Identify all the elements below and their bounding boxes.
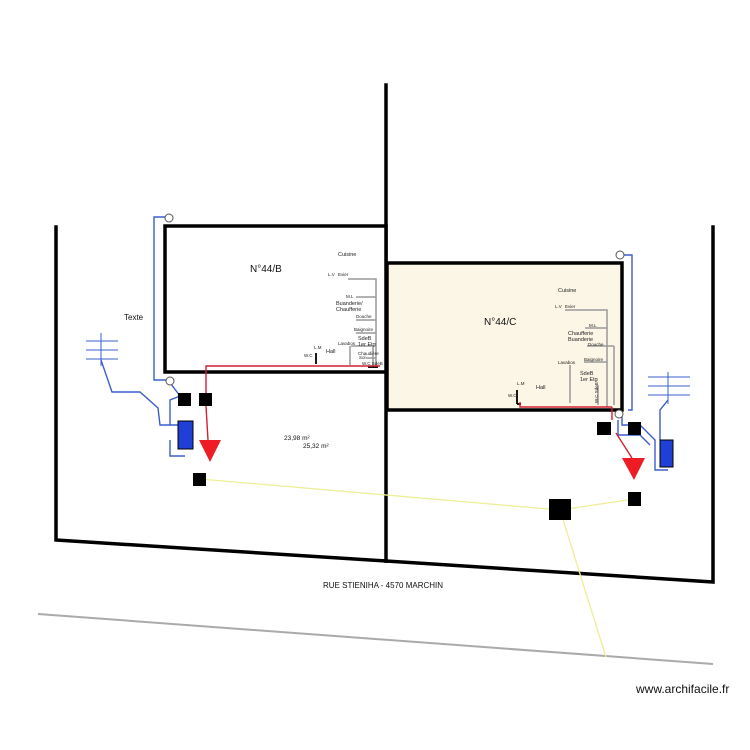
chamber-c-1 bbox=[597, 422, 611, 435]
chamber-c-2 bbox=[628, 422, 641, 435]
inspection-chambers bbox=[178, 393, 641, 520]
house-c-chaufferie: Chaufferie bbox=[568, 331, 593, 337]
house-c-douche: Douche bbox=[588, 342, 604, 347]
area-label-2: 25,32 m² bbox=[303, 443, 329, 450]
house-c-buanderie: Buanderie bbox=[568, 337, 593, 343]
chamber-b-3 bbox=[193, 473, 206, 486]
house-c-sdeb: SdeB bbox=[580, 371, 594, 377]
chamber-b-2 bbox=[199, 393, 212, 406]
house-b-baignoire: Baignoire bbox=[354, 327, 374, 332]
house-c-lm: L.M bbox=[517, 381, 525, 386]
house-c-wc: W.C bbox=[508, 393, 517, 398]
watermark: www.archifacile.fr bbox=[635, 682, 729, 696]
chamber-b-1 bbox=[178, 393, 191, 406]
riser-c-top bbox=[615, 250, 625, 260]
house-c-lavabos: Lavabos bbox=[558, 360, 576, 365]
flow-arrow-c bbox=[622, 458, 645, 480]
label-texte: Texte bbox=[124, 313, 144, 322]
riser-b-top bbox=[164, 213, 174, 223]
house-b-cuisine: Cuisine bbox=[338, 252, 356, 258]
water-tank-b bbox=[177, 420, 194, 450]
riser-c-bottom bbox=[614, 409, 624, 419]
drain-lines bbox=[205, 365, 633, 459]
house-c-wc-sdeb: W.C SdeB bbox=[594, 382, 599, 403]
house-c-evier: Evier bbox=[565, 304, 576, 309]
house-b-lavabos: Lavabos bbox=[338, 341, 356, 346]
house-b-ml: M.L bbox=[346, 294, 354, 299]
riser-circles bbox=[164, 213, 625, 419]
house-c-hall: Hall bbox=[536, 385, 545, 391]
chamber-main bbox=[549, 499, 571, 520]
house-c-pipes bbox=[565, 309, 615, 407]
sewer-lines bbox=[199, 478, 635, 658]
house-b-pipes bbox=[348, 278, 377, 368]
house-b-lv: L.V bbox=[328, 272, 335, 277]
house-b-title: N°44/B bbox=[250, 264, 282, 275]
house-b-wc-sdeb: W.C SdeB bbox=[362, 361, 383, 366]
house-b-lm: L.M bbox=[314, 345, 322, 350]
house-b-sol: Sol bbox=[359, 355, 366, 360]
house-b-evier: Evier bbox=[338, 272, 349, 277]
house-c-baignoire: Baignoire bbox=[584, 357, 604, 362]
left-wall bbox=[54, 225, 388, 563]
street-name: RUE STIENIHA - 4570 MARCHIN bbox=[323, 581, 443, 590]
house-b-douche: Douche bbox=[356, 314, 372, 319]
house-c-title: N°44/C bbox=[484, 317, 516, 328]
house-b-hall: Hall bbox=[326, 349, 335, 355]
flow-arrow-b bbox=[199, 440, 221, 462]
house-b-outline bbox=[163, 224, 388, 374]
house-c-cuisine: Cuisine bbox=[558, 288, 576, 294]
area-label-1: 23,98 m² bbox=[284, 435, 310, 442]
house-c-lv: L.V bbox=[555, 304, 562, 309]
front-wall-right bbox=[384, 225, 715, 584]
house-b-chaudiere: Chaudière bbox=[358, 351, 379, 356]
water-supply-lines bbox=[100, 216, 669, 471]
electric-pole-right bbox=[648, 372, 690, 404]
house-b-wc: W.C bbox=[304, 353, 313, 358]
electric-pole-left bbox=[86, 333, 118, 366]
house-c-etage: 1er Etg bbox=[580, 377, 598, 383]
house-c-outline bbox=[385, 261, 624, 412]
road-edge-line bbox=[37, 613, 714, 665]
riser-b-bottom bbox=[165, 376, 175, 386]
house-b-sdeb: SdeB bbox=[358, 336, 372, 342]
house-b-buanderie: Buanderie/ bbox=[336, 301, 363, 307]
house-b-chaufferie: Chaufferie bbox=[336, 307, 361, 313]
chamber-c-3 bbox=[628, 492, 641, 506]
water-tank-c bbox=[659, 439, 674, 468]
house-b-etage: 1er Etg bbox=[358, 342, 376, 348]
house-c-ml: M.L bbox=[589, 323, 597, 328]
